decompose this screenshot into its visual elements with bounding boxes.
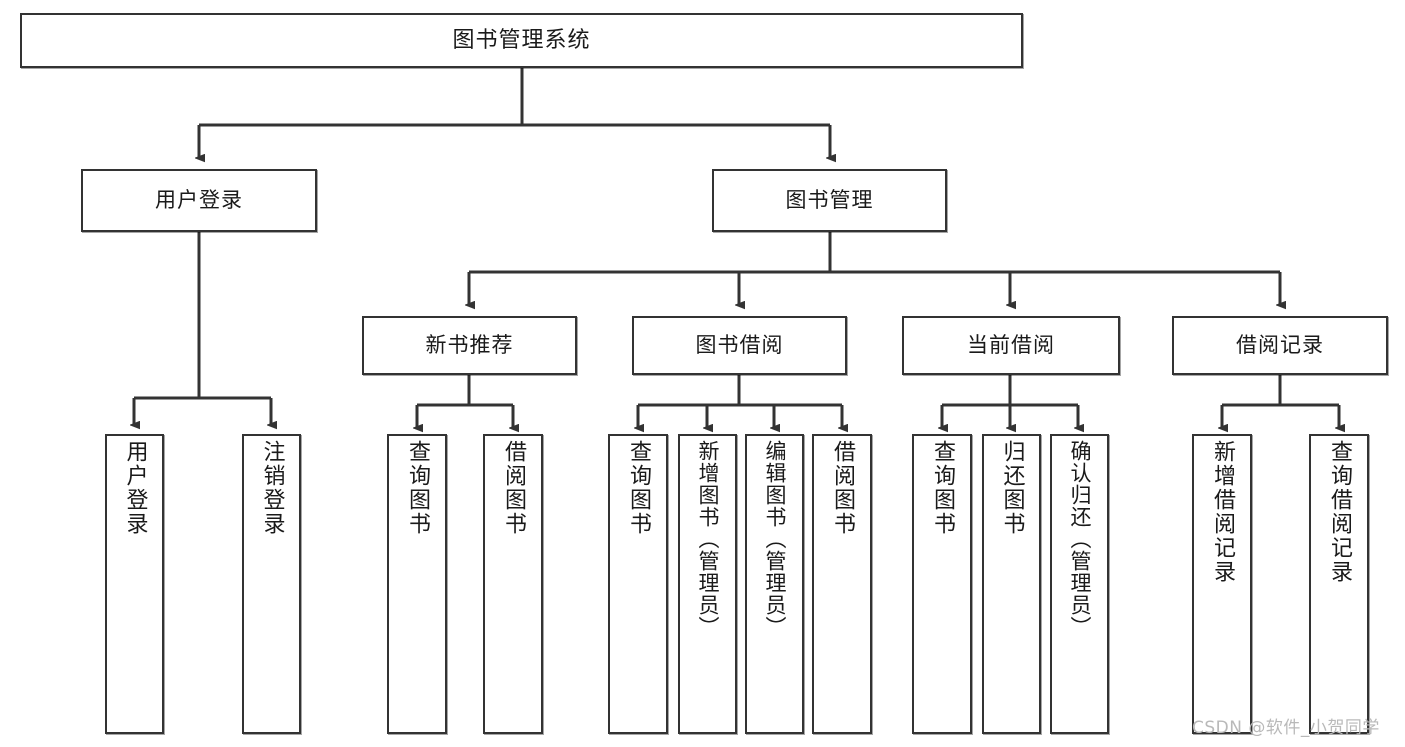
leaf-user-login[interactable]: 用户登录 — [105, 434, 164, 734]
node-label: 用户登录 — [122, 440, 148, 536]
leaf-return-book[interactable]: 归还图书 — [982, 434, 1041, 734]
leaf-query-book-borrowing[interactable]: 查询图书 — [608, 434, 668, 734]
leaf-user-logout[interactable]: 注销登录 — [242, 434, 301, 734]
leaf-query-borrowing-record[interactable]: 查询借阅记录 — [1309, 434, 1369, 734]
node-label: 新增借阅记录 — [1210, 440, 1235, 584]
leaf-borrow-book[interactable]: 借阅图书 — [812, 434, 872, 734]
node-label: 新书推荐 — [425, 333, 514, 358]
node-label: 确认归还（管理员） — [1068, 440, 1092, 638]
node-label: 图书管理系统 — [452, 27, 591, 53]
node-label: 新增图书（管理员） — [696, 440, 720, 638]
node-label: 归还图书 — [999, 440, 1025, 536]
node-book-management[interactable]: 图书管理 — [712, 169, 947, 232]
node-label: 编辑图书（管理员） — [763, 440, 787, 638]
leaf-query-book-current[interactable]: 查询图书 — [912, 434, 972, 734]
node-label: 借阅图书 — [830, 440, 855, 536]
node-label: 用户登录 — [155, 188, 243, 213]
node-label: 借阅记录 — [1236, 333, 1324, 358]
leaf-edit-book-admin[interactable]: 编辑图书（管理员） — [745, 434, 804, 734]
leaf-add-book-admin[interactable]: 新增图书（管理员） — [678, 434, 737, 734]
node-user-login[interactable]: 用户登录 — [81, 169, 317, 232]
node-current-borrowing[interactable]: 当前借阅 — [902, 316, 1120, 375]
node-label: 查询图书 — [405, 440, 430, 536]
node-label: 图书借阅 — [695, 333, 784, 358]
node-label: 图书管理 — [785, 188, 874, 213]
node-book-borrowing[interactable]: 图书借阅 — [632, 316, 847, 375]
csdn-watermark: CSDN @软件_小贺同学 — [1192, 718, 1380, 738]
node-root-book-management-system[interactable]: 图书管理系统 — [20, 13, 1023, 68]
node-borrowing-record[interactable]: 借阅记录 — [1172, 316, 1388, 375]
node-label: 借阅图书 — [501, 440, 526, 536]
leaf-confirm-return-admin[interactable]: 确认归还（管理员） — [1050, 434, 1109, 734]
node-label: 查询图书 — [930, 440, 955, 536]
node-label: 当前借阅 — [967, 333, 1055, 358]
node-label: 查询借阅记录 — [1327, 440, 1352, 584]
node-label: 查询图书 — [626, 440, 651, 536]
leaf-borrow-book-recommendation[interactable]: 借阅图书 — [483, 434, 543, 734]
node-new-book-recommendation[interactable]: 新书推荐 — [362, 316, 577, 375]
leaf-add-borrowing-record[interactable]: 新增借阅记录 — [1192, 434, 1252, 734]
node-label: 注销登录 — [259, 440, 285, 536]
leaf-query-book-recommendation[interactable]: 查询图书 — [387, 434, 447, 734]
